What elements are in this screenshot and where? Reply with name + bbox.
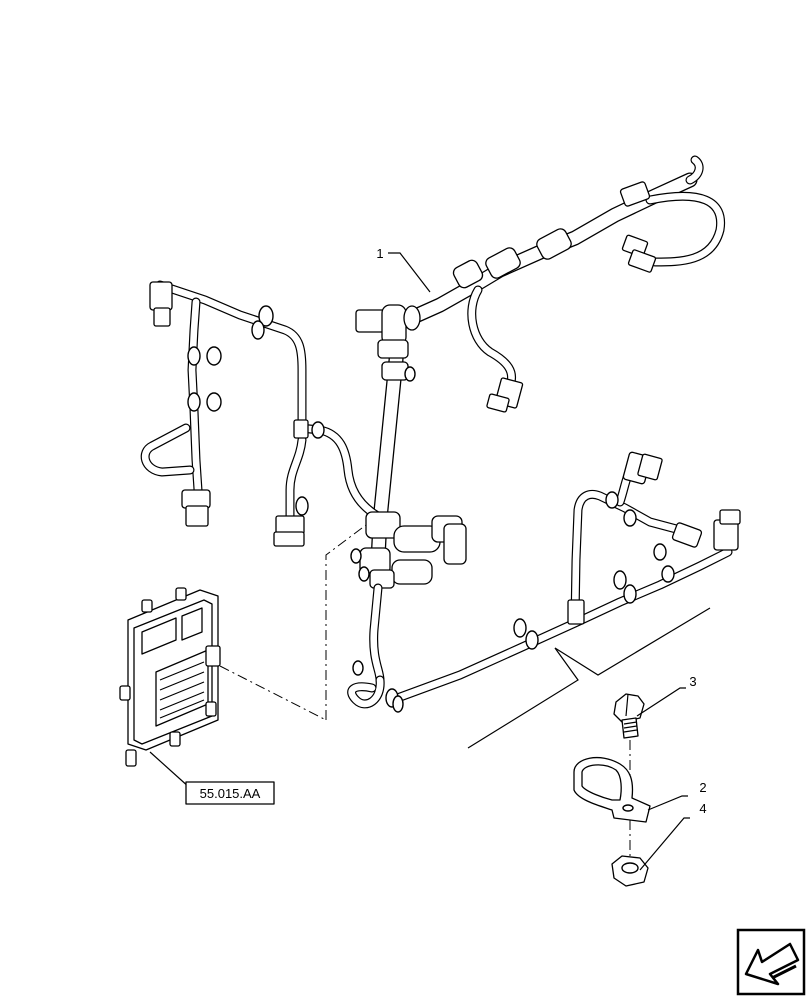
left-sub-harness [140, 280, 381, 547]
ecu-reference-label: 55.015.AA [200, 786, 261, 801]
callout-1-label: 1 [376, 246, 383, 261]
center-junction [347, 511, 467, 709]
lower-harness-run [385, 451, 741, 713]
nut-part [611, 855, 649, 887]
callout-4-label: 4 [699, 801, 706, 816]
main-harness [370, 155, 726, 568]
section-break [467, 607, 711, 749]
clamp-part [573, 756, 651, 823]
callout-2-label: 2 [699, 780, 706, 795]
harness-connectors [355, 181, 657, 413]
ecu-module [119, 587, 221, 767]
callout-3-label: 3 [689, 674, 696, 689]
hardware-detail: 3 2 4 [573, 674, 707, 887]
ecu-reference: 55.015.AA [149, 751, 275, 805]
bolt-part [613, 693, 645, 739]
callout-1: 1 [376, 246, 431, 293]
dashed-connections [219, 524, 367, 721]
arrow-icon[interactable] [736, 928, 806, 996]
